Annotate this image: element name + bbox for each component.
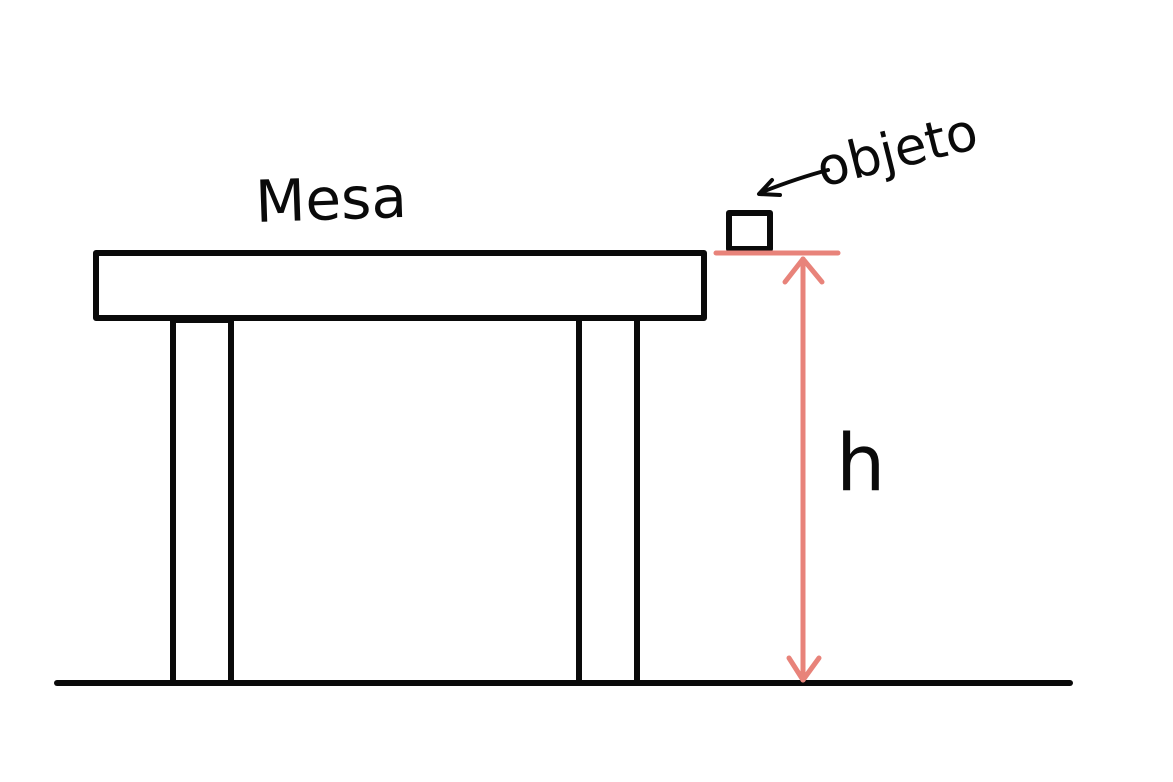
table-label: Mesa xyxy=(254,163,408,236)
table-leg-left xyxy=(170,317,234,686)
height-arrow xyxy=(782,256,825,683)
table-leg-right xyxy=(576,315,640,686)
object-pointer-arrow xyxy=(757,168,830,197)
object-label: objeto xyxy=(811,102,984,200)
height-label: h xyxy=(836,419,885,509)
table xyxy=(93,250,707,686)
object-block xyxy=(726,210,773,252)
table-top xyxy=(93,250,707,321)
